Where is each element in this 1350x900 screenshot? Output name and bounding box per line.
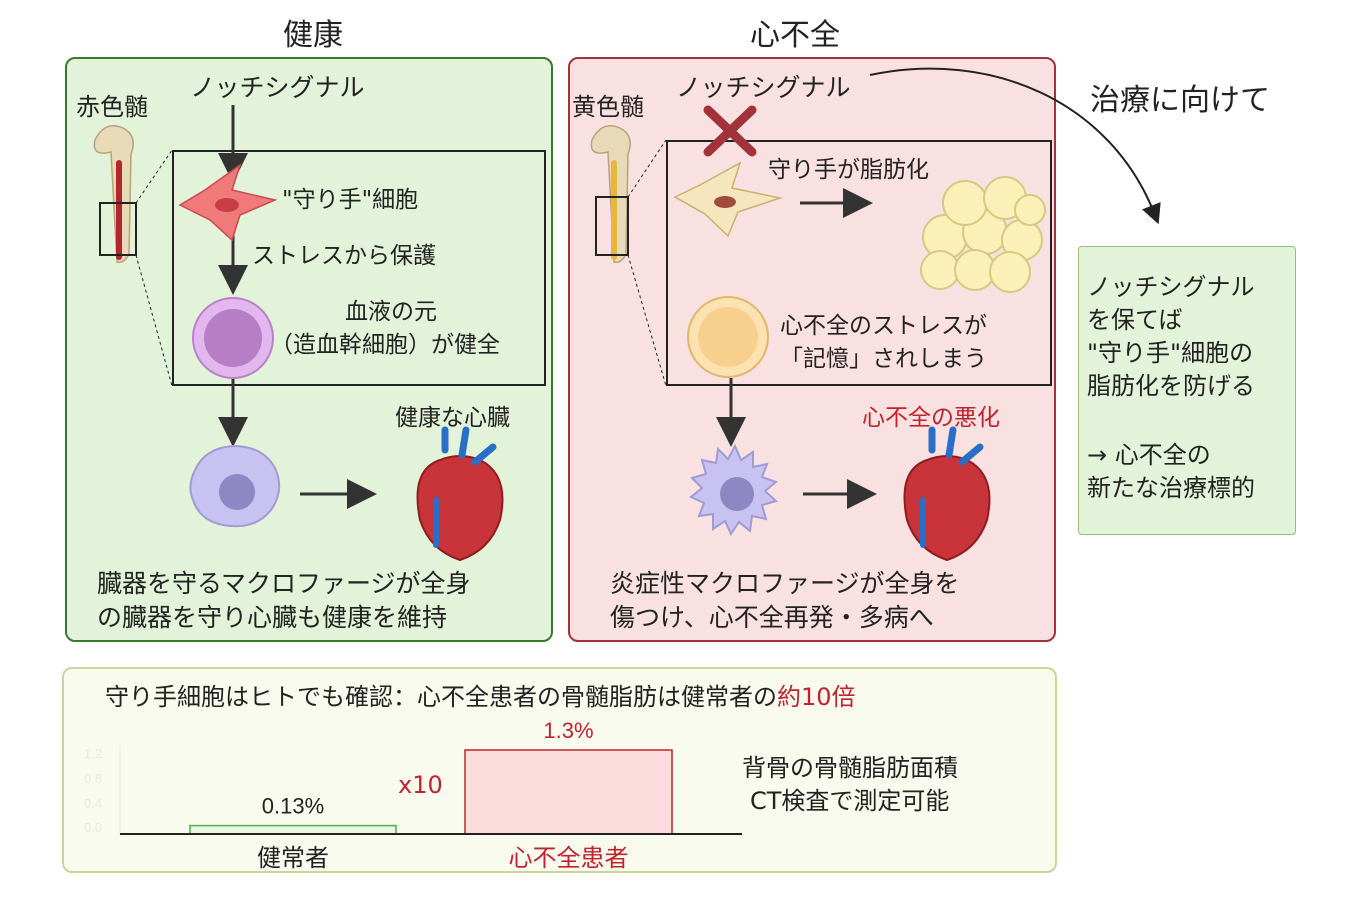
bar-value-label: 0.13% [262, 794, 324, 819]
stressed-stem-cell-icon [687, 296, 769, 378]
treatment-box [1078, 246, 1296, 535]
healthy-zoom-line-top [135, 149, 173, 204]
category-label: 心不全患者 [509, 844, 629, 872]
hsc-label-line2: （造血幹細胞）が健全 [270, 332, 500, 358]
treatment-heading: 治療に向けて [1090, 83, 1270, 118]
bar-heart-failure [464, 749, 673, 835]
y-tick-label: 0.4 [84, 796, 102, 811]
treatment-arrow [869, 67, 1161, 225]
treatment-line3: "守り手"細胞の [1087, 339, 1254, 367]
multiplier-label: x10 [398, 771, 443, 799]
treatment-line2: を保てば [1087, 306, 1183, 334]
treatment-line4: 脂肪化を防げる [1087, 372, 1255, 400]
heart-failure-title: 心不全 [750, 18, 840, 53]
healthy-heart-icon [416, 426, 504, 562]
hf-femur-icon [590, 125, 631, 264]
ct-note-line2: CT検査で測定可能 [750, 787, 950, 815]
guardian-cell-label: "守り手"細胞 [282, 187, 419, 213]
evidence-headline-highlight: 約10倍 [777, 683, 856, 711]
hf-zoom-box [595, 196, 629, 256]
hf-notch-label: ノッチシグナル [676, 73, 851, 102]
fatty-guardian-cell-icon [673, 161, 783, 238]
healthy-zoom-box [99, 202, 137, 256]
memory-line2: 「記憶」されしまう [780, 346, 987, 372]
failing-heart-icon [903, 426, 991, 562]
red-marrow-label: 赤色髄 [76, 93, 148, 121]
blocked-x-icon [703, 105, 757, 157]
healthy-caption-line2: の臓器を守り心臓も健康を維持 [97, 603, 448, 632]
hf-marrow-inset [666, 140, 1052, 386]
ct-note-line1: 背骨の骨髄脂肪面積 [742, 754, 958, 782]
bar-value-label: 1.3% [543, 718, 593, 743]
evidence-headline-main: 守り手細胞はヒトでも確認：心不全患者の骨髄脂肪は健常者の [105, 683, 777, 711]
y-tick-label: 0.8 [84, 771, 102, 786]
guardian-cell-icon [178, 163, 278, 242]
evidence-headline: 守り手細胞はヒトでも確認：心不全患者の骨髄脂肪は健常者の約10倍 [105, 682, 856, 712]
yellow-marrow-label: 黄色髄 [572, 93, 644, 121]
hf-caption-line1: 炎症性マクロファージが全身を [610, 569, 960, 598]
healthy-caption-line1: 臓器を守るマクロファージが全身 [97, 569, 471, 598]
hf-zoom-line-bottom [627, 254, 667, 387]
memory-line1: 心不全のストレスが [780, 313, 987, 339]
hematopoietic-stem-cell-icon [192, 297, 274, 379]
hf-caption-line2: 傷つけ、心不全再発・多病へ [610, 603, 934, 632]
heart-failure-panel [568, 57, 1056, 642]
healthy-macrophage-icon [189, 444, 281, 528]
inflammatory-macrophage-icon [689, 443, 779, 537]
y-tick-label: 1.2 [84, 746, 102, 761]
protect-label: ストレスから保護 [252, 243, 436, 269]
adipocyte-cluster-icon [920, 176, 1046, 293]
treatment-line1: ノッチシグナル [1087, 273, 1255, 301]
y-tick-label: 0.0 [84, 820, 102, 835]
healthy-title: 健康 [283, 18, 343, 53]
fat-label: 守り手が脂肪化 [768, 157, 929, 183]
healthy-zoom-line-bottom [135, 254, 173, 387]
bar-healthy [189, 824, 397, 835]
category-label: 健常者 [257, 844, 329, 872]
healthy-marrow-inset [172, 150, 546, 386]
hsc-label-line1: 血液の元 [345, 299, 437, 325]
healthy-heart-label: 健康な心臓 [395, 405, 510, 431]
treatment-line6: 新たな治療標的 [1087, 474, 1255, 502]
treatment-line5: → 心不全の [1087, 441, 1211, 469]
healthy-notch-label: ノッチシグナル [190, 73, 365, 102]
